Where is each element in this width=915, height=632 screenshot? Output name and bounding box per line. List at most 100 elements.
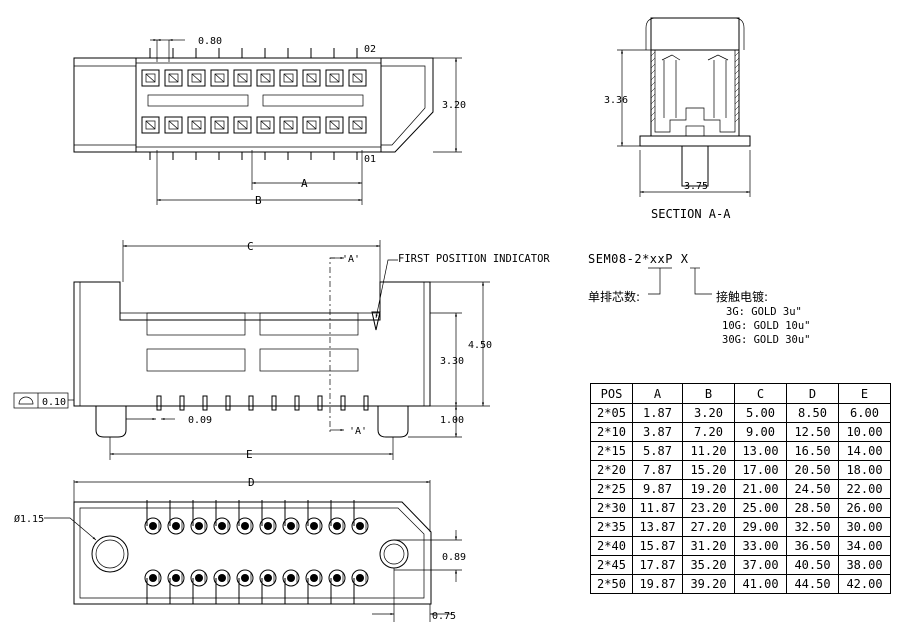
top-pins-lower: [141, 116, 367, 134]
contact-cell: [214, 73, 225, 83]
hatch-line: [650, 93, 656, 99]
table-cell: 2*25: [590, 479, 633, 499]
contact-cell: [214, 120, 225, 130]
table-header-row: POS A B C D E: [590, 383, 891, 404]
pin-pad: [305, 517, 323, 535]
table-cell: 19.87: [632, 574, 683, 594]
pitch-dim: 0.80: [198, 36, 222, 47]
pin-pad: [241, 574, 249, 582]
table-cell: 9.00: [734, 422, 787, 442]
contact-cell: [191, 120, 202, 130]
pin-pad: [264, 574, 272, 582]
contact-cell: [237, 73, 248, 83]
pin: [317, 395, 323, 411]
table-cell: 2*50: [590, 574, 633, 594]
pin-pad: [356, 522, 364, 530]
table-cell: 18.00: [838, 460, 891, 480]
table-cell: 2*15: [590, 441, 633, 461]
hatch-line: [650, 105, 656, 111]
contact-cell: [348, 69, 367, 87]
table-cell: 13.00: [734, 441, 787, 461]
table-cell: 6.00: [838, 403, 891, 423]
table-cell: 44.50: [786, 574, 839, 594]
contact-cell: [145, 120, 156, 130]
contact-cell: [233, 69, 252, 87]
table-cell: 33.00: [734, 536, 787, 556]
front-pins: [156, 395, 369, 411]
peg-length-dim: 1.00: [440, 415, 464, 426]
pin-pad: [333, 574, 341, 582]
flatness-tol: 0.10: [42, 397, 66, 408]
table-cell: 20.50: [786, 460, 839, 480]
pin-pad: [287, 522, 295, 530]
hatch-line: [734, 87, 740, 93]
table-cell: 31.20: [682, 536, 735, 556]
contact-cell: [210, 69, 229, 87]
contact-cell: [145, 73, 156, 83]
contact-cell: [145, 120, 156, 130]
pin-pad: [144, 517, 162, 535]
contact-cell: [260, 120, 271, 130]
offset-top-dim: 02: [364, 44, 376, 55]
hatch-line: [650, 57, 656, 63]
contact-cell: [302, 116, 321, 134]
table-cell: 11.87: [632, 498, 683, 518]
contact-cell: [325, 69, 344, 87]
table-header: B: [682, 383, 735, 404]
table-cell: 25.00: [734, 498, 787, 518]
contact-cell: [329, 120, 340, 130]
table-cell: 13.87: [632, 517, 683, 537]
table-cell: 26.00: [838, 498, 891, 518]
hatch-line: [650, 51, 656, 57]
part-plating-code: X: [680, 252, 689, 266]
table-cell: 1.87: [632, 403, 683, 423]
peg-offset-y-dim: 0.89: [442, 552, 466, 563]
hatch-line: [734, 69, 740, 75]
table-cell: 23.20: [682, 498, 735, 518]
contact-cell: [164, 69, 183, 87]
hatch-line: [734, 63, 740, 69]
top-view: 0.80 02 01 3.20 A B: [73, 36, 466, 207]
pin-pad: [144, 569, 162, 587]
contact-cell: [283, 73, 294, 83]
table-cell: 30.00: [838, 517, 891, 537]
hatch-line: [650, 117, 656, 123]
table-cell: 10.00: [838, 422, 891, 442]
contact-cell: [329, 73, 340, 83]
section-mark-bottom: 'A': [349, 426, 367, 437]
table-cell: 16.50: [786, 441, 839, 461]
table-cell: 37.00: [734, 555, 787, 575]
front-view: C 'A' 'A' FIRST POSITION INDICATOR 3.30 …: [13, 240, 550, 461]
pin-pad: [149, 522, 157, 530]
table-cell: 2*35: [590, 517, 633, 537]
hatch-line: [650, 81, 656, 87]
table-cell: 29.00: [734, 517, 787, 537]
table-header: E: [838, 383, 891, 404]
table-cell: 12.50: [786, 422, 839, 442]
table-cell: 2*30: [590, 498, 633, 518]
hatch-line: [734, 93, 740, 99]
table-header: C: [734, 383, 787, 404]
pin: [363, 395, 369, 411]
pin-pad: [305, 569, 323, 587]
pin-pad: [259, 569, 277, 587]
pin-pad: [328, 517, 346, 535]
table-cell: 2*20: [590, 460, 633, 480]
contact-cell: [306, 120, 317, 130]
contact-cell: [214, 120, 225, 130]
hatch-line: [650, 87, 656, 93]
table-header: POS: [590, 383, 633, 404]
contact-cell: [191, 73, 202, 83]
contact-cell: [256, 69, 275, 87]
contact-cell: [164, 116, 183, 134]
contact-cell: [283, 120, 294, 130]
pin-pad: [287, 574, 295, 582]
contact-cell: [168, 120, 179, 130]
dim-d-label: D: [248, 476, 255, 489]
contact-cell: [352, 120, 363, 130]
